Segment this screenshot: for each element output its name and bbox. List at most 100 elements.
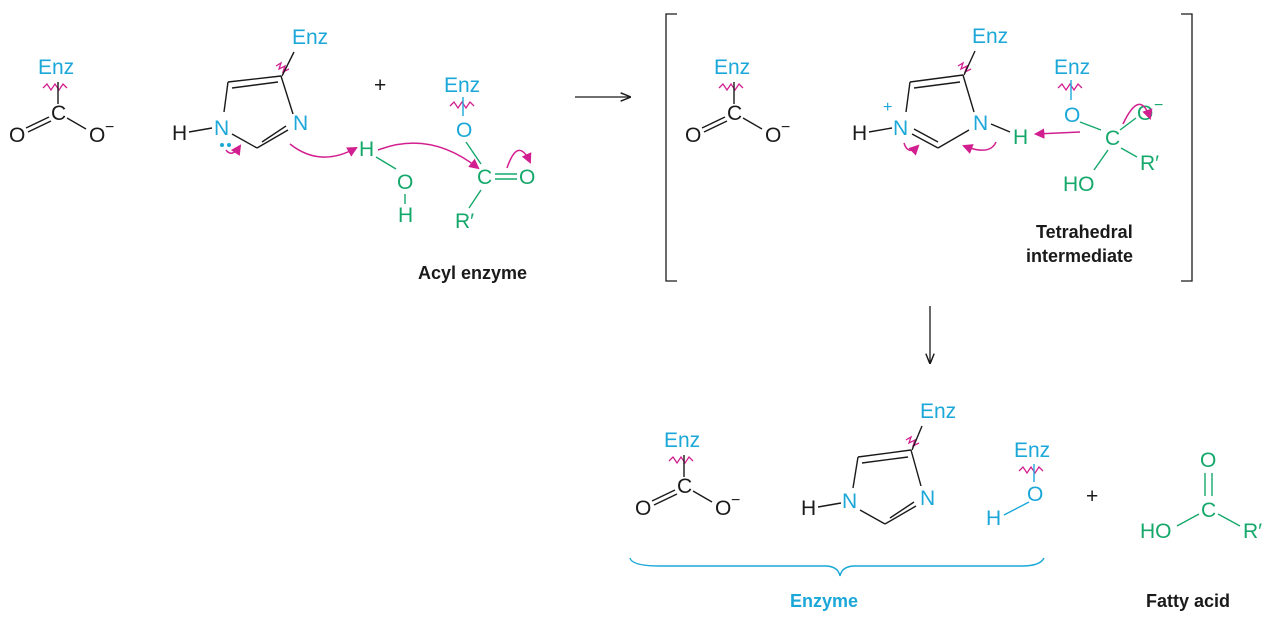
- ring-bond: [962, 74, 975, 113]
- oxygen-atom: O: [1200, 449, 1216, 472]
- r-prime-group: R′: [1140, 152, 1159, 175]
- plus-sign: +: [1086, 485, 1098, 508]
- ring-double-bond: [889, 501, 915, 519]
- ring-bond: [280, 75, 294, 115]
- double-bond-line: [25, 116, 50, 129]
- bond-line: [1003, 501, 1030, 516]
- curved-electron-arrow-icon: [225, 144, 242, 156]
- bond-line: [1217, 513, 1241, 527]
- wavy-bond-icon: [42, 82, 68, 92]
- curved-electron-arrow-icon: [1033, 128, 1081, 139]
- right-bracket: [1181, 13, 1193, 282]
- ring-bond: [911, 133, 939, 149]
- bond-line: [868, 127, 893, 133]
- r-prime-group: R′: [1243, 520, 1262, 543]
- carbon-atom: C: [51, 102, 66, 125]
- lone-pair-dot: [227, 143, 231, 147]
- ring-bond: [910, 449, 922, 487]
- wavy-bond-icon: [1018, 465, 1044, 475]
- oxygen-atom: O: [685, 124, 701, 147]
- bond-line: [468, 189, 482, 209]
- carbon-atom: C: [727, 102, 742, 125]
- oxygen-atom: O: [1064, 104, 1080, 127]
- bond-line: [281, 51, 295, 77]
- wavy-bond-icon: [718, 82, 744, 92]
- oxide-anion: O: [715, 497, 731, 520]
- fatty-acid: O C HO R′ Fatty acid: [1140, 449, 1262, 611]
- imidazole-ring-1: Enz H N N: [172, 26, 358, 158]
- minus-sign: −: [105, 119, 114, 136]
- carboxylate-group-2: Enz C O O −: [685, 56, 790, 147]
- enz-label: Enz: [920, 400, 956, 423]
- curved-electron-arrow-icon: [1122, 103, 1153, 125]
- serine-hydroxyl: Enz O H: [986, 439, 1050, 530]
- oxygen-atom: O: [635, 497, 651, 520]
- ring-double-bond: [913, 128, 939, 143]
- bond-line: [1176, 513, 1200, 527]
- oxide-anion: O: [1137, 102, 1153, 125]
- double-bond-line: [701, 116, 726, 129]
- bond-line: [742, 117, 763, 130]
- carbon-atom: C: [677, 475, 692, 498]
- ring-double-bond: [913, 81, 961, 89]
- oxygen-atom: O: [1027, 483, 1043, 506]
- curved-electron-arrow-icon: [962, 141, 997, 154]
- imidazolium-ring: Enz H + N N H: [852, 25, 1081, 156]
- bond-line: [188, 127, 213, 133]
- oxide-anion: O: [89, 124, 105, 147]
- oxide-anion: O: [765, 124, 781, 147]
- bond-line: [375, 156, 397, 170]
- bond-line: [911, 425, 923, 451]
- minus-sign: −: [1154, 97, 1163, 114]
- hydrogen-atom: H: [359, 138, 374, 161]
- carbon-atom: C: [477, 166, 492, 189]
- acyl-enzyme-caption: Acyl enzyme: [418, 263, 527, 283]
- lone-pair-dot: [220, 143, 224, 147]
- carbon-atom: C: [1201, 499, 1216, 522]
- hydroxyl-group: HO: [1063, 173, 1095, 196]
- oxygen-atom: O: [519, 166, 535, 189]
- nitrogen-atom: N: [293, 112, 308, 135]
- plus-charge: +: [883, 99, 892, 116]
- minus-sign: −: [781, 119, 790, 136]
- imidazole-ring-2: Enz H N N: [801, 400, 956, 525]
- tetrahedral-caption-line1: Tetrahedral: [1036, 222, 1133, 242]
- ring-bond: [937, 129, 970, 149]
- nitrogen-atom: N: [214, 117, 229, 140]
- ring-bond: [859, 509, 886, 525]
- enz-label: Enz: [292, 26, 328, 49]
- ring-bond: [852, 456, 859, 489]
- hydrogen-atom: H: [852, 122, 867, 145]
- wavy-bond-icon: [1057, 82, 1083, 92]
- enz-label: Enz: [972, 25, 1008, 48]
- carbon-atom: C: [1105, 127, 1120, 150]
- ring-bond: [256, 129, 289, 149]
- double-bond-line: [703, 120, 728, 133]
- enz-label: Enz: [38, 56, 74, 79]
- ring-bond: [223, 81, 229, 113]
- bond-line: [963, 50, 976, 76]
- curved-electron-arrow-icon: [903, 142, 920, 156]
- water-molecule: H O H: [359, 138, 480, 227]
- ring-double-bond: [231, 81, 279, 89]
- double-bond-line: [27, 120, 52, 133]
- bond-line: [1119, 117, 1137, 131]
- bond-line: [465, 141, 482, 165]
- ring-double-bond: [261, 125, 287, 143]
- ring-bond: [857, 449, 912, 458]
- curved-electron-arrow-icon: [506, 149, 532, 169]
- wavy-bond-icon: [449, 100, 475, 110]
- double-bond-line: [653, 493, 678, 506]
- ring-double-bond: [861, 456, 909, 464]
- double-bond-line: [651, 489, 676, 502]
- bond-line: [1079, 121, 1102, 131]
- bond-line: [817, 502, 842, 508]
- nitrogen-atom: N: [920, 487, 935, 510]
- tetrahedral-caption-line2: intermediate: [1026, 246, 1133, 266]
- oxygen-atom: O: [456, 119, 472, 142]
- carboxylate-group-3: Enz C O O −: [635, 429, 740, 520]
- carboxylate-group-1: Enz C O O −: [9, 56, 114, 147]
- enz-label: Enz: [664, 429, 700, 452]
- hydrogen-atom: H: [172, 122, 187, 145]
